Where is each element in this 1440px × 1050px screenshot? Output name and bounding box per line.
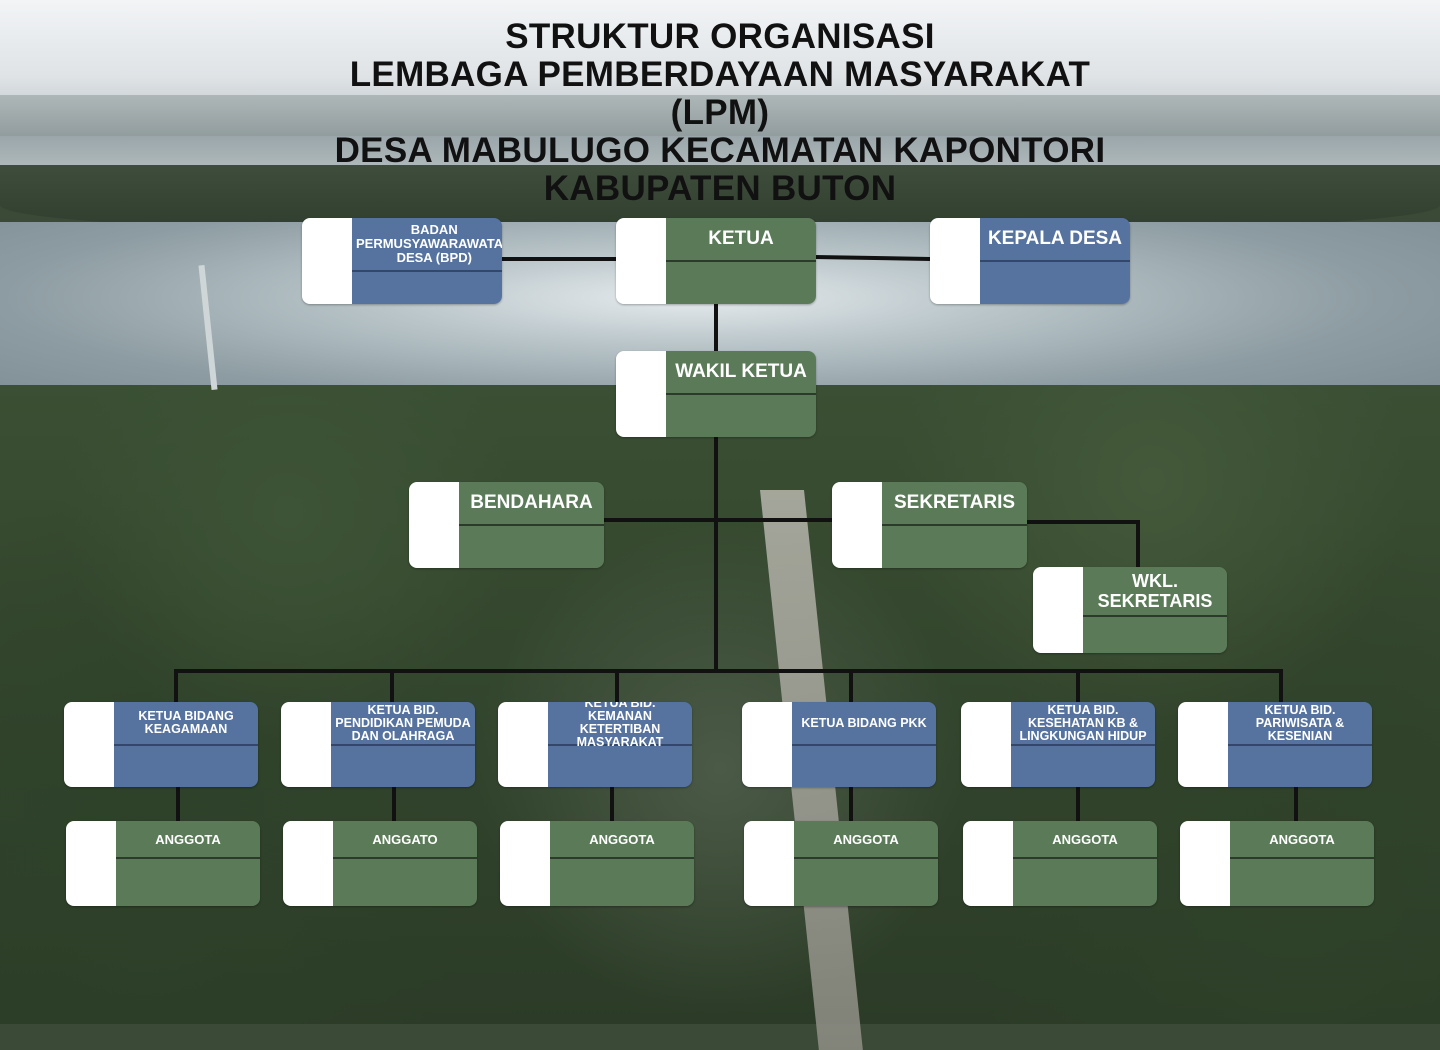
bpd-label: BADAN PERMUSYAWARAWATAN DESA (BPD)	[352, 218, 502, 272]
box-anggota-1: ANGGOTA	[66, 821, 260, 906]
photo-placeholder	[498, 702, 548, 787]
wakil-ketua-label: WAKIL KETUA	[666, 351, 816, 395]
title-line-3: DESA MABULUGO KECAMATAN KAPONTORI	[334, 131, 1106, 170]
photo-placeholder	[500, 821, 550, 906]
sky	[0, 0, 1440, 110]
photo-placeholder	[283, 821, 333, 906]
anggota-label: ANGGOTA	[116, 821, 260, 859]
box-bidang-pendidikan: KETUA BID. PENDIDIKAN PEMUDA DAN OLAHRAG…	[281, 702, 475, 787]
photo-placeholder	[1033, 567, 1083, 653]
photo-placeholder	[409, 482, 459, 568]
chart-title: STRUKTUR ORGANISASI LEMBAGA PEMBERDAYAAN…	[300, 18, 1140, 208]
anggota-label: ANGGATO	[333, 821, 477, 859]
bidang-label: KETUA BID. PENDIDIKAN PEMUDA DAN OLAHRAG…	[331, 702, 475, 746]
box-wkl-sekretaris: WKL. SEKRETARIS	[1033, 567, 1227, 653]
photo-placeholder	[616, 218, 666, 304]
box-wakil-ketua: WAKIL KETUA	[616, 351, 816, 437]
photo-placeholder	[930, 218, 980, 304]
kepala-desa-label: KEPALA DESA	[980, 218, 1130, 262]
anggota-label: ANGGOTA	[1230, 821, 1374, 859]
anggota-label: ANGGOTA	[1013, 821, 1157, 859]
box-bidang-pkk: KETUA BIDANG PKK	[742, 702, 936, 787]
box-bidang-pariwisata: KETUA BID. PARIWISATA & KESENIAN	[1178, 702, 1372, 787]
photo-placeholder	[1178, 702, 1228, 787]
bidang-label: KETUA BIDANG PKK	[792, 702, 936, 746]
photo-placeholder	[744, 821, 794, 906]
box-anggota-2: ANGGATO	[283, 821, 477, 906]
bendahara-label: BENDAHARA	[459, 482, 604, 526]
photo-placeholder	[742, 702, 792, 787]
photo-placeholder	[832, 482, 882, 568]
sekretaris-label: SEKRETARIS	[882, 482, 1027, 526]
bidang-label: KETUA BIDANG KEAGAMAAN	[114, 702, 258, 746]
line-ketua-kepala	[814, 255, 931, 261]
photo-placeholder	[302, 218, 352, 304]
box-sekretaris: SEKRETARIS	[832, 482, 1027, 568]
far-hills	[0, 95, 1440, 140]
anggota-label: ANGGOTA	[550, 821, 694, 859]
box-bendahara: BENDAHARA	[409, 482, 604, 568]
box-bidang-keagamaan: KETUA BIDANG KEAGAMAAN	[64, 702, 258, 787]
connector-lines	[174, 255, 1298, 822]
bidang-label: KETUA BID. KESEHATAN KB & LINGKUNGAN HID…	[1011, 702, 1155, 746]
title-line-2: LEMBAGA PEMBERDAYAAN MASYARAKAT (LPM)	[349, 55, 1091, 132]
bidang-label: KETUA BID. KEMANAN KETERTIBAN MASYARAKAT	[548, 702, 692, 749]
title-line-1: STRUKTUR ORGANISASI	[505, 17, 935, 56]
photo-placeholder	[963, 821, 1013, 906]
photo-placeholder	[1180, 821, 1230, 906]
photo-placeholder	[616, 351, 666, 437]
photo-placeholder	[66, 821, 116, 906]
photo-placeholder	[281, 702, 331, 787]
box-anggota-5: ANGGOTA	[963, 821, 1157, 906]
box-anggota-6: ANGGOTA	[1180, 821, 1374, 906]
box-bpd: BADAN PERMUSYAWARAWATAN DESA (BPD)	[302, 218, 502, 304]
wkl-sekretaris-label: WKL. SEKRETARIS	[1083, 567, 1227, 617]
box-anggota-4: ANGGOTA	[744, 821, 938, 906]
photo-placeholder	[64, 702, 114, 787]
box-kepala-desa: KEPALA DESA	[930, 218, 1130, 304]
ketua-label: KETUA	[666, 218, 816, 262]
bidang-label: KETUA BID. PARIWISATA & KESENIAN	[1228, 702, 1372, 746]
anggota-label: ANGGOTA	[794, 821, 938, 859]
photo-placeholder	[961, 702, 1011, 787]
title-line-4: KABUPATEN BUTON	[543, 169, 897, 208]
box-bidang-keamanan: KETUA BID. KEMANAN KETERTIBAN MASYARAKAT	[498, 702, 692, 787]
box-anggota-3: ANGGOTA	[500, 821, 694, 906]
box-bidang-kesehatan: KETUA BID. KESEHATAN KB & LINGKUNGAN HID…	[961, 702, 1155, 787]
box-ketua: KETUA	[616, 218, 816, 304]
